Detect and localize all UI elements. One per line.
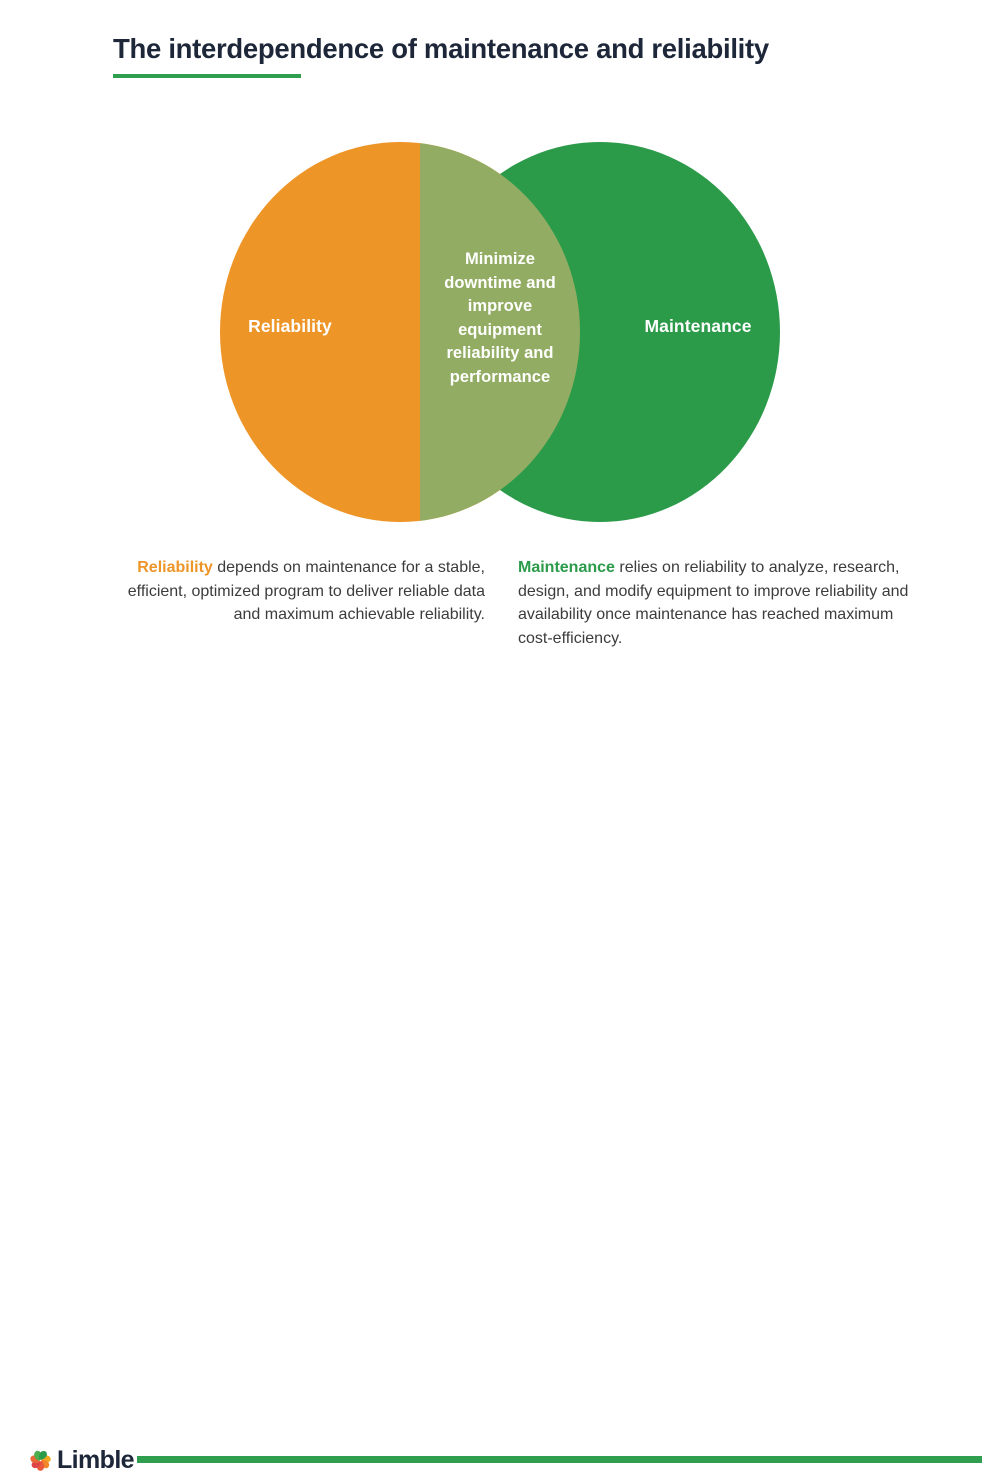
footer: Limble [0, 718, 1000, 1473]
caption-reliability-lead: Reliability [137, 559, 213, 576]
page-title: The interdependence of maintenance and r… [113, 33, 769, 64]
venn-overlap-region [420, 142, 580, 522]
venn-overlap-text: Minimize downtime and improve equipment … [444, 250, 556, 386]
caption-reliability: Reliability depends on maintenance for a… [100, 556, 485, 627]
caption-maintenance-body: relies on reliability to analyze, resear… [518, 559, 909, 648]
caption-reliability-body: depends on maintenance for a stable, eff… [127, 559, 485, 624]
limble-wordmark: Limble [57, 1446, 135, 1474]
venn-diagram: Reliability Maintenance Minimize downtim… [0, 0, 1000, 560]
caption-maintenance-lead: Maintenance [518, 559, 615, 576]
venn-label-maintenance: Maintenance [644, 316, 752, 336]
venn-label-reliability: Reliability [248, 316, 332, 336]
title-block: The interdependence of maintenance and r… [113, 33, 933, 65]
footer-rule [137, 1456, 982, 1463]
caption-maintenance: Maintenance relies on reliability to ana… [518, 556, 918, 651]
limble-pinwheel-icon [28, 1448, 53, 1473]
title-underline-accent [113, 74, 301, 78]
